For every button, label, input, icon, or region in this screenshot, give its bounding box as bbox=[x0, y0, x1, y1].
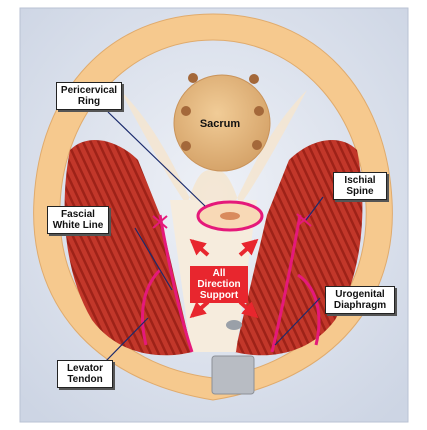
label-line: Pericervical bbox=[60, 85, 118, 96]
label-sacrum: Sacrum bbox=[190, 118, 250, 130]
coccyx-block bbox=[212, 356, 254, 394]
label-line: Spine bbox=[337, 186, 383, 197]
label-ischial-spine: Ischial Spine bbox=[333, 172, 387, 200]
label-line: All Direction bbox=[190, 268, 248, 290]
label-line: White Line bbox=[51, 220, 105, 231]
label-line: Fascial bbox=[51, 209, 105, 220]
rectal-opening bbox=[226, 320, 242, 330]
label-pericervical-ring: Pericervical Ring bbox=[56, 82, 122, 110]
label-line: Diaphragm bbox=[329, 300, 391, 311]
label-line: Levator bbox=[61, 363, 109, 374]
label-line: Support bbox=[190, 290, 248, 301]
all-direction-support-badge: All Direction Support bbox=[190, 266, 248, 303]
label-line: Urogenital bbox=[329, 289, 391, 300]
label-line: Tendon bbox=[61, 374, 109, 385]
label-line: Ischial bbox=[337, 175, 383, 186]
label-line: Ring bbox=[60, 96, 118, 107]
label-fascial-white-line: Fascial White Line bbox=[47, 206, 109, 234]
label-levator-tendon: Levator Tendon bbox=[57, 360, 113, 388]
label-urogenital-diaphragm: Urogenital Diaphragm bbox=[325, 286, 395, 314]
cervix-opening bbox=[220, 212, 240, 220]
